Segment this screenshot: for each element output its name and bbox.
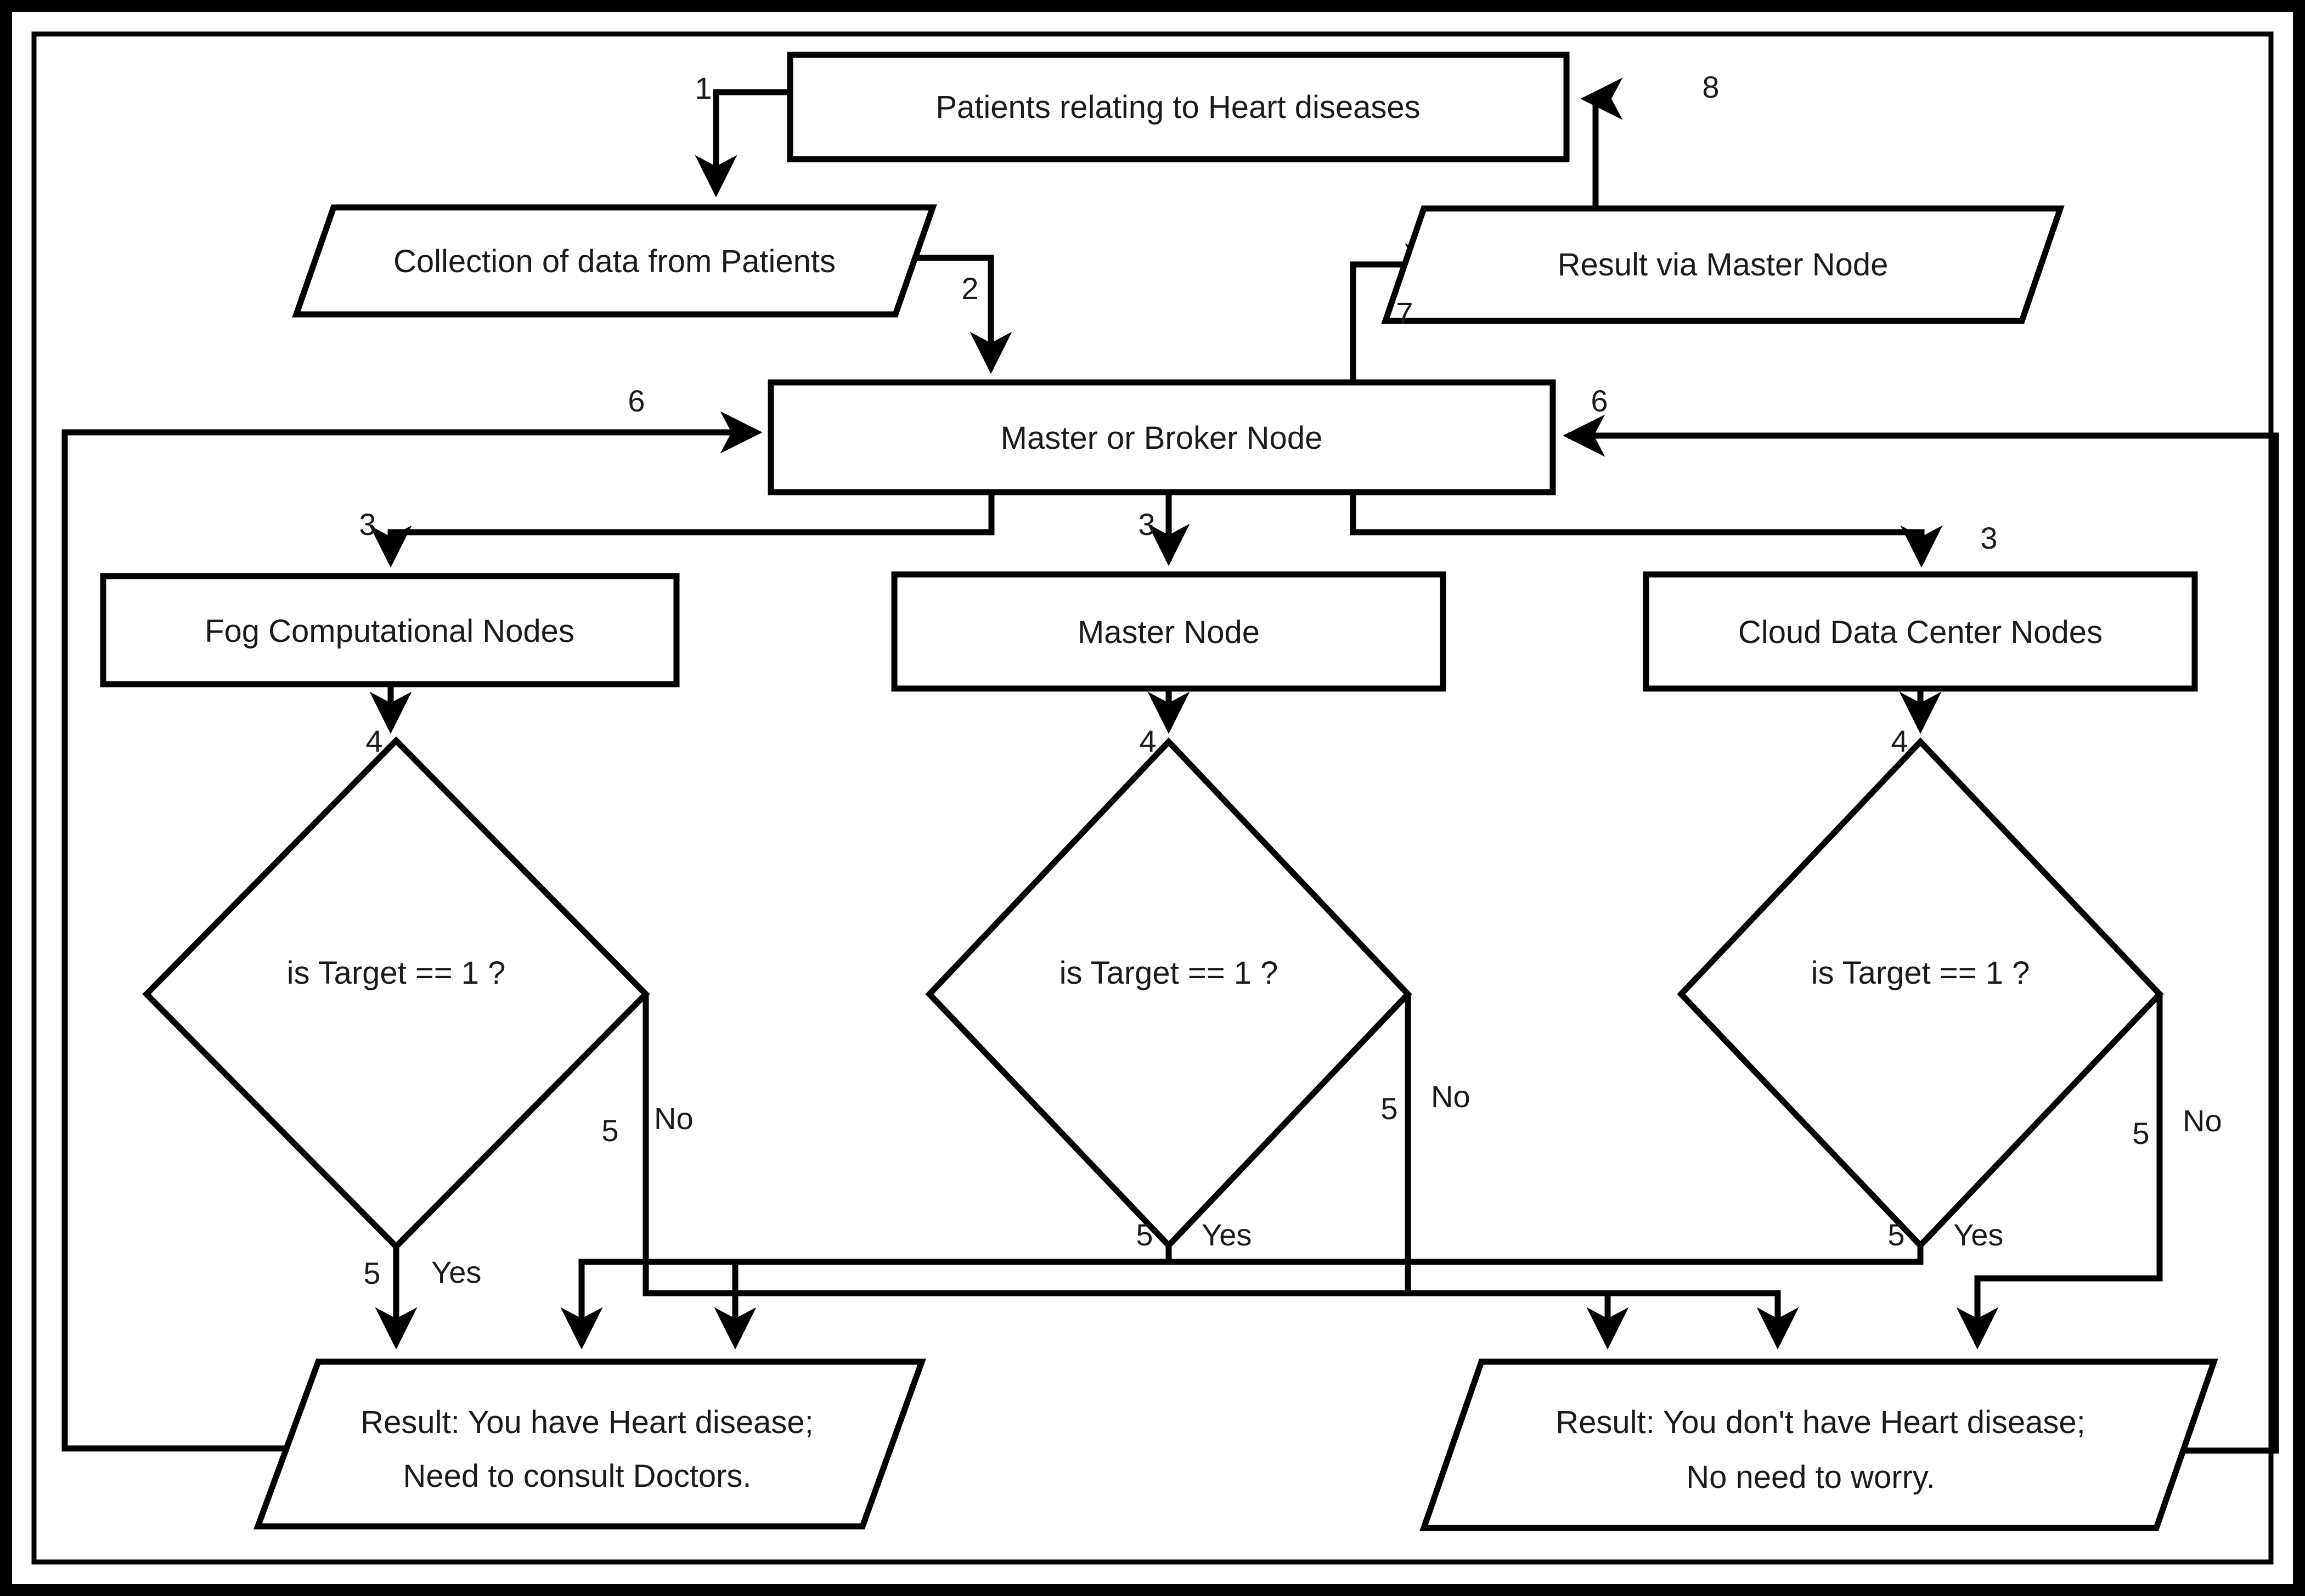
node-cloud-label: Cloud Data Center Nodes	[1738, 614, 2103, 650]
result-negative-line1: Result: You don't have Heart disease;	[1556, 1405, 2086, 1440]
node-patients[interactable]: Patients relating to Heart diseases	[787, 52, 1570, 162]
edge-label-4-right: 4	[1891, 724, 1908, 758]
node-master-node-label: Master Node	[1078, 614, 1260, 650]
edge-5-decision2-no	[1405, 994, 1799, 1350]
edge-label-5-yes-fog: 5	[363, 1256, 380, 1290]
edge-label-3-right: 3	[1980, 521, 1997, 555]
node-result-via-master-label: Result via Master Node	[1558, 247, 1889, 283]
node-collection-of-data[interactable]: Collection of data from Patients	[292, 204, 937, 318]
edge-label-6-left: 6	[628, 384, 645, 418]
edge-label-4-mid: 4	[1139, 724, 1156, 758]
decision-fog-label: is Target == 1 ?	[287, 955, 506, 991]
edge-label-yes-master: Yes	[1202, 1217, 1252, 1252]
node-result-negative[interactable]: Result: You don't have Heart disease; No…	[1419, 1358, 2218, 1531]
node-result-positive[interactable]: Result: You have Heart disease; Need to …	[253, 1358, 926, 1530]
edge-label-2: 2	[961, 271, 978, 306]
diagram-inner-border	[31, 31, 2274, 1565]
edge-6-right-feedback	[1563, 414, 2279, 1454]
node-fog-computational[interactable]: Fog Computational Nodes	[100, 573, 680, 687]
decision-master-target[interactable]: is Target == 1 ?	[925, 737, 1412, 1250]
edge-label-yes-cloud: Yes	[1953, 1217, 2003, 1252]
decision-cloud-target[interactable]: is Target == 1 ?	[1677, 737, 2164, 1250]
node-master-node[interactable]: Master Node	[891, 571, 1446, 692]
node-patients-label: Patients relating to Heart diseases	[935, 89, 1420, 125]
edge-label-3-mid: 3	[1138, 507, 1155, 542]
node-master-or-broker[interactable]: Master or Broker Node	[768, 379, 1556, 495]
edge-label-yes-fog: Yes	[431, 1255, 481, 1289]
decision-master-label: is Target == 1 ?	[1059, 955, 1278, 991]
node-cloud-data-center[interactable]: Cloud Data Center Nodes	[1643, 571, 2198, 692]
edge-label-5-yes-master: 5	[1136, 1217, 1153, 1252]
edge-label-no-fog: No	[654, 1101, 694, 1136]
edge-3-broker-to-cloud	[1350, 492, 1943, 568]
edge-label-4-left: 4	[365, 724, 382, 758]
result-negative-line2: No need to worry.	[1686, 1459, 1935, 1495]
edge-3-broker-to-fog	[369, 492, 995, 568]
edge-label-no-master: No	[1431, 1079, 1470, 1114]
node-collection-label: Collection of data from Patients	[393, 244, 836, 279]
edge-label-7: 7	[1396, 296, 1413, 330]
edge-5-decision3-yes	[714, 1244, 1924, 1350]
edge-1-patients-to-collection	[695, 89, 790, 198]
node-fog-label: Fog Computational Nodes	[205, 613, 574, 649]
edge-label-5-no-master: 5	[1380, 1091, 1397, 1126]
edge-8-result-to-patients	[1580, 77, 1623, 208]
decision-cloud-label: is Target == 1 ?	[1811, 955, 2030, 991]
edge-6-left-feedback	[61, 411, 763, 1452]
node-result-via-master[interactable]: Result via Master Node	[1381, 205, 2065, 324]
edge-2-collection-to-broker	[917, 255, 1012, 374]
edge-label-1: 1	[695, 71, 712, 105]
edge-label-5-no-cloud: 5	[2132, 1116, 2149, 1151]
edge-5-decision3-no	[1956, 994, 2163, 1350]
edge-label-3-left: 3	[359, 507, 376, 542]
result-positive-line1: Result: You have Heart disease;	[360, 1405, 813, 1440]
edge-5-decision1-no	[643, 994, 1629, 1350]
edge-label-no-cloud: No	[2183, 1103, 2222, 1138]
decision-fog-target[interactable]: is Target == 1 ?	[142, 736, 650, 1251]
result-positive-line2: Need to consult Doctors.	[403, 1458, 751, 1494]
edge-label-8: 8	[1702, 70, 1719, 104]
edge-label-5-yes-cloud: 5	[1887, 1217, 1904, 1252]
edge-label-6-right: 6	[1591, 384, 1608, 418]
edge-label-5-no-fog: 5	[601, 1113, 618, 1148]
node-broker-label: Master or Broker Node	[1001, 420, 1323, 456]
